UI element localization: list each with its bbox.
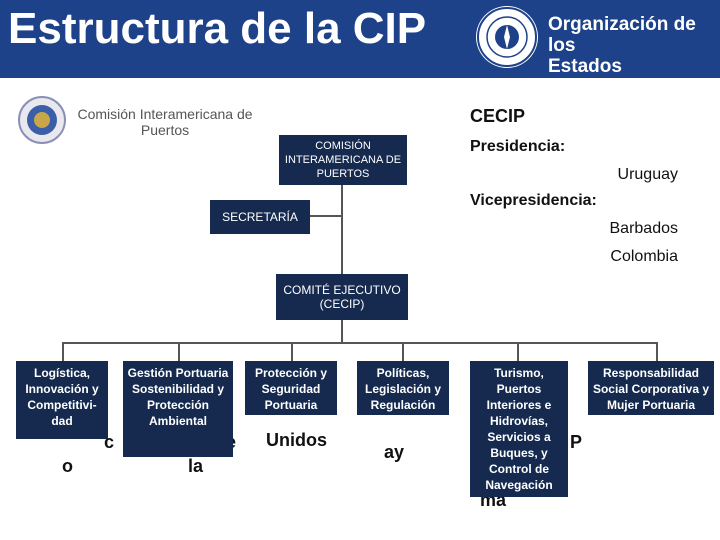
committee-label: Logística, Innovación y Competitivi-dad	[25, 366, 99, 428]
oas-name-line-2: Estados Americanos	[548, 56, 657, 98]
secretariat-box: SECRETARÍA	[210, 200, 310, 234]
hidden-text-fragment: Unidos	[266, 430, 327, 450]
connector-committee-1	[62, 342, 64, 362]
committee-box-security: Protección y Seguridad Portuaria	[245, 361, 337, 415]
committee-label: Gestión Portuaria Sostenibilidad y Prote…	[127, 366, 229, 428]
oas-name: Organización de los Estados Americanos	[548, 14, 720, 98]
presidency-value: Uruguay	[617, 166, 678, 183]
oas-name-line-1: Organización de los	[548, 14, 696, 56]
commission-label: COMISIÓN INTERAMERICANA DE PUERTOS	[284, 140, 402, 180]
connector-committee-3	[291, 342, 293, 362]
connector-committee-bus	[62, 342, 658, 344]
connector-committee-5	[517, 342, 519, 362]
connector-committee-4	[402, 342, 404, 362]
vice-presidency-label: Vicepresidencia:	[470, 192, 597, 209]
vice-presidency-value-2: Colombia	[610, 248, 678, 265]
cecip-title: CECIP	[470, 106, 526, 126]
connector-commission-executive	[341, 185, 343, 275]
connector-executive-committees	[341, 320, 343, 342]
vice-presidency-value-1: Barbados	[609, 220, 679, 237]
connector-committee-2	[178, 342, 180, 362]
committee-label: Políticas, Legislación y Regulación	[364, 366, 442, 412]
committee-label: Protección y Seguridad Portuaria	[254, 366, 328, 412]
page-title: Estructura de la CIP	[8, 4, 427, 53]
cip-logo-icon	[18, 96, 66, 144]
committee-box-policies: Políticas, Legislación y Regulación	[357, 361, 449, 415]
presidency-label: Presidencia:	[470, 138, 566, 155]
executive-committee-box: COMITÉ EJECUTIVO (CECIP)	[276, 274, 408, 320]
commission-box: COMISIÓN INTERAMERICANA DE PUERTOS	[279, 135, 407, 185]
committee-box-tourism: Turismo, Puertos Interiores e Hidrovías,…	[470, 361, 568, 497]
committee-label: Turismo, Puertos Interiores e Hidrovías,…	[485, 366, 553, 492]
hidden-text-fragment: P	[570, 432, 583, 452]
cip-name: Comisión Interamericana de Puertos	[77, 106, 253, 138]
hidden-text-fragment: c	[104, 432, 115, 452]
committee-label: Responsabilidad Social Corporativa y Muj…	[592, 366, 710, 412]
executive-committee-label: COMITÉ EJECUTIVO (CECIP)	[283, 283, 401, 311]
committee-box-social-responsibility: Responsabilidad Social Corporativa y Muj…	[588, 361, 714, 415]
hidden-text-fragment: ay	[384, 442, 405, 462]
hidden-text-fragment: o	[62, 456, 73, 476]
connector-secretariat	[310, 215, 342, 217]
committee-box-logistics: Logística, Innovación y Competitivi-dad	[16, 361, 108, 439]
connector-committee-6	[656, 342, 658, 362]
hidden-text-fragment: la	[188, 456, 204, 476]
secretariat-label: SECRETARÍA	[222, 210, 298, 224]
header-bar: Estructura de la CIP Organización de los…	[0, 0, 720, 98]
oas-seal-icon	[476, 6, 538, 68]
committee-box-port-management: Gestión Portuaria Sostenibilidad y Prote…	[123, 361, 233, 457]
